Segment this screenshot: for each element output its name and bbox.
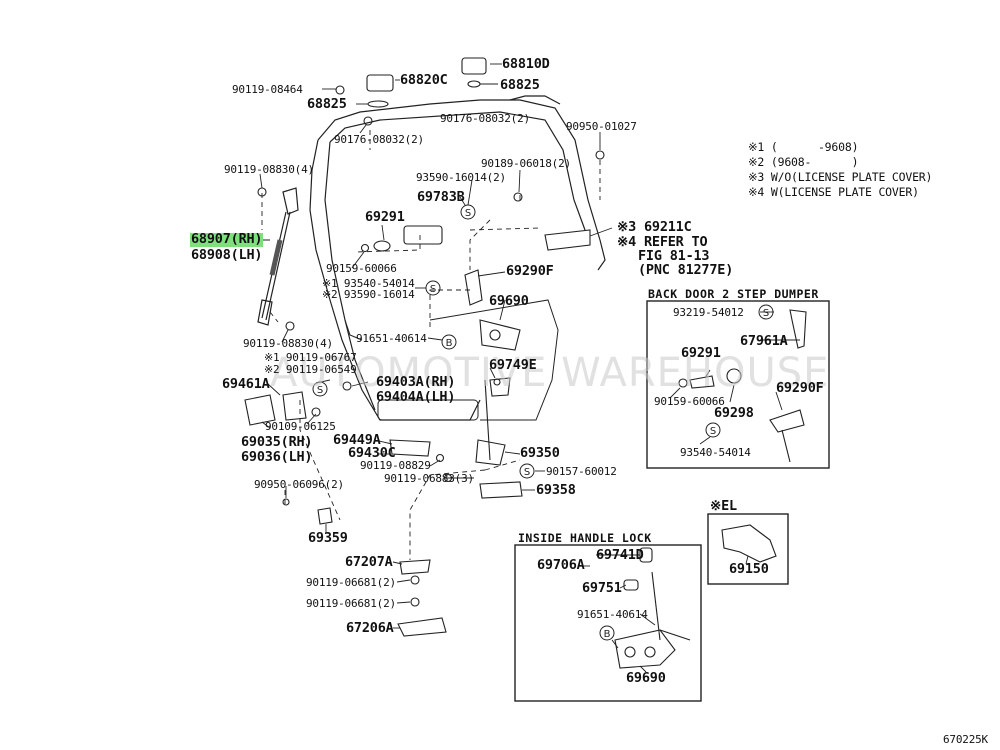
part-label[interactable]: 90119-08829 xyxy=(360,459,431,472)
part-label[interactable]: 69449A xyxy=(333,432,381,448)
part-label[interactable]: 90109-06125 xyxy=(265,420,336,433)
part-label[interactable]: 90119-06883(3) xyxy=(384,472,474,485)
part-label[interactable]: 69358 xyxy=(536,482,576,498)
part-label[interactable]: 90159-60066 xyxy=(326,262,397,275)
part-label[interactable]: 90119-08830(4) xyxy=(243,337,333,350)
part-label[interactable]: 69298 xyxy=(714,405,754,421)
dashed-leaders xyxy=(261,130,601,560)
part-label[interactable]: 69403A(RH) xyxy=(376,374,456,390)
part-label[interactable]: 90950-01027 xyxy=(566,120,637,133)
marker-letter: S xyxy=(465,208,471,219)
part-label[interactable]: 90189-06018(2) xyxy=(481,157,571,170)
part-label[interactable]: 90176-08032(2) xyxy=(334,133,424,146)
handle-box-frame xyxy=(514,544,702,702)
note-4: ※4 W(LICENSE PLATE COVER) xyxy=(748,185,919,199)
part-label[interactable]: 69749E xyxy=(489,357,537,373)
leader-lines xyxy=(253,63,800,673)
el-box-frame xyxy=(707,513,789,585)
part-label[interactable]: 69430C xyxy=(348,445,396,461)
part-label[interactable]: 69035(RH) xyxy=(241,434,313,450)
part-label[interactable]: 69291 xyxy=(365,209,405,225)
part-label[interactable]: 67206A xyxy=(346,620,394,636)
part-label[interactable]: 69404A(LH) xyxy=(376,389,456,405)
part-label[interactable]: 90119-06681(2) xyxy=(306,576,396,589)
dumper-box-title: BACK DOOR 2 STEP DUMPER xyxy=(648,287,819,301)
part-label[interactable]: 69751 xyxy=(582,580,622,596)
part-label[interactable]: 93590-16014(2) xyxy=(416,171,506,184)
part-label[interactable]: 90119-08830(4) xyxy=(224,163,314,176)
dumper-box-parts xyxy=(678,309,807,463)
part-label[interactable]: 69359 xyxy=(308,530,348,546)
handle-box-parts xyxy=(614,547,691,669)
part-label[interactable]: 90176-08032(2) xyxy=(440,112,530,125)
back-door-outline xyxy=(309,95,606,421)
part-label[interactable]: 68825 xyxy=(500,77,540,93)
part-label[interactable]: 68820C xyxy=(400,72,448,88)
part-label[interactable]: 69350 xyxy=(520,445,560,461)
part-label[interactable]: ※4 REFER TO xyxy=(617,234,708,250)
part-label[interactable]: 69461A xyxy=(222,376,270,392)
part-label[interactable]: 68825 xyxy=(307,96,347,112)
part-label[interactable]: FIG 81-13 xyxy=(638,248,710,264)
part-label[interactable]: ※1 90119-06767 xyxy=(264,351,357,364)
marker-letter: S xyxy=(317,385,323,396)
marker-letter: B xyxy=(446,338,453,349)
el-box-parts xyxy=(721,524,777,563)
damper-strut xyxy=(257,187,299,326)
part-label[interactable]: 93219-54012 xyxy=(673,306,744,319)
part-label[interactable]: 90950-06096(2) xyxy=(254,478,344,491)
marker-letter: S xyxy=(763,308,769,319)
part-label[interactable]: 69290F xyxy=(776,380,824,396)
note-1: ※1 ( -9608) xyxy=(748,140,859,154)
part-label[interactable]: 69036(LH) xyxy=(241,449,313,465)
part-label-highlighted[interactable]: 68907(RH) xyxy=(190,231,264,247)
marker-letter: S xyxy=(524,467,530,478)
part-label[interactable]: 91651-40614 xyxy=(356,332,427,345)
part-label[interactable]: 69783B xyxy=(417,189,465,205)
part-label[interactable]: 69706A xyxy=(537,557,585,573)
part-label[interactable]: 69150 xyxy=(729,561,769,577)
handle-box-title: INSIDE HANDLE LOCK xyxy=(518,531,652,545)
part-label[interactable]: ※3 69211C xyxy=(617,219,692,235)
part-label[interactable]: 91651-40614 xyxy=(577,608,648,621)
part-label[interactable]: 69690 xyxy=(489,293,529,309)
part-label[interactable]: 69291 xyxy=(681,345,721,361)
part-label[interactable]: 69690 xyxy=(626,670,666,686)
part-label[interactable]: (PNC 81277E) xyxy=(638,262,734,278)
marker-letter: S xyxy=(710,426,716,437)
watermark: AUTOMOTIVE WAREHOUSE xyxy=(270,350,830,396)
part-label[interactable]: 90119-06681(2) xyxy=(306,597,396,610)
marker-letter: B xyxy=(604,629,611,640)
part-label[interactable]: ※2 90119-06549 xyxy=(264,363,357,376)
small-parts xyxy=(244,57,605,637)
figure-code: 670225K xyxy=(943,733,988,746)
part-label[interactable]: 90157-60012 xyxy=(546,465,617,478)
part-label[interactable]: 69741D xyxy=(596,547,644,563)
part-label[interactable]: 67207A xyxy=(345,554,393,570)
part-label[interactable]: 93540-54014 xyxy=(680,446,751,459)
note-3: ※3 W/O(LICENSE PLATE COVER) xyxy=(748,170,933,184)
part-label[interactable]: 68908(LH) xyxy=(191,247,263,263)
part-label[interactable]: 69290F xyxy=(506,263,554,279)
dumper-box-frame xyxy=(646,300,830,469)
part-label[interactable]: 68810D xyxy=(502,56,550,72)
marker-letter: S xyxy=(430,284,436,295)
part-label[interactable]: ※2 93590-16014 xyxy=(322,288,415,301)
part-label[interactable]: 90119-08464 xyxy=(232,83,303,96)
el-box-title: ※EL xyxy=(710,498,737,514)
note-2: ※2 (9608- ) xyxy=(748,155,859,169)
part-label[interactable]: 67961A xyxy=(740,333,788,349)
part-label[interactable]: 90159-60066 xyxy=(654,395,725,408)
part-label[interactable]: ※1 93540-54014 xyxy=(322,277,415,290)
